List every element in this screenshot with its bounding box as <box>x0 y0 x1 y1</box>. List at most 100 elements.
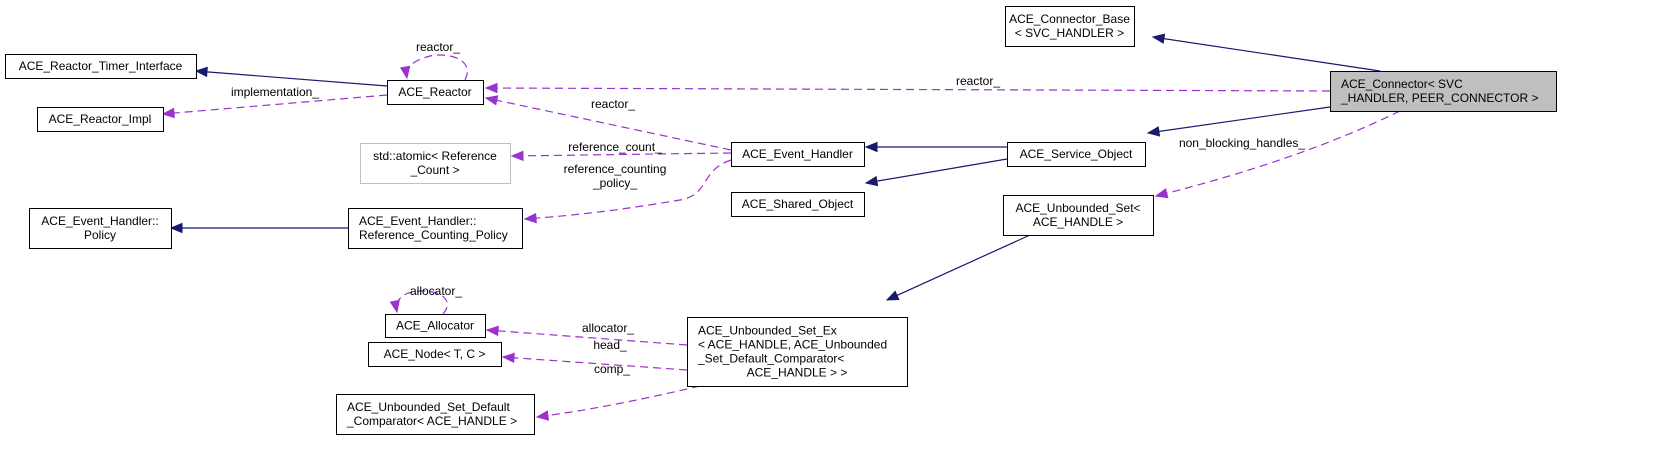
class-node-label: ACE_Reactor_Impl <box>49 112 152 126</box>
class-node-unbounded-set-ex[interactable]: ACE_Unbounded_Set_Ex< ACE_HANDLE, ACE_Un… <box>687 317 908 387</box>
edge-label-event_handler-to-reactor: reactor_ <box>591 97 635 111</box>
usage-arrowhead-icon <box>510 150 524 162</box>
class-node-label: ACE_HANDLE > <box>1033 215 1123 229</box>
inheritance-arrowhead-icon <box>885 290 900 301</box>
class-node-label: ACE_Unbounded_Set_Ex <box>698 324 837 338</box>
usage-edge-event_handler-to-reactor <box>485 97 732 151</box>
usage-arrowhead-icon <box>535 410 550 421</box>
class-node-connector-base[interactable]: ACE_Connector_Base< SVC_HANDLER > <box>1005 6 1135 47</box>
class-node-label: _Set_Default_Comparator< <box>697 352 844 366</box>
class-node-label: _Comparator< ACE_HANDLE > <box>346 414 517 428</box>
inheritance-arrowhead-icon <box>194 66 208 78</box>
class-node-box[interactable] <box>29 208 172 249</box>
class-node-box[interactable] <box>336 394 535 435</box>
class-node-reactor-timer-interface[interactable]: ACE_Reactor_Timer_Interface <box>5 54 197 79</box>
class-node-box[interactable] <box>1003 195 1154 236</box>
usage-edge-connector-to-reactor <box>485 87 1331 92</box>
usage-arrowhead-icon <box>389 299 400 314</box>
class-node-label: < SVC_HANDLER > <box>1015 26 1124 40</box>
class-node-reactor[interactable]: ACE_Reactor <box>387 80 484 105</box>
class-node-box[interactable] <box>385 314 486 338</box>
nodes-layer: ACE_Connector< SVC_HANDLER, PEER_CONNECT… <box>5 6 1557 435</box>
inheritance-edge-service_object-to-shared_object <box>865 158 1008 184</box>
usage-arrowhead-icon <box>485 325 499 337</box>
class-node-atomic[interactable]: std::atomic< Reference_Count > <box>360 143 511 184</box>
inheritance-edge-reactor-to-reactor_timer_interface <box>195 70 388 87</box>
class-node-label: ACE_Reactor_Timer_Interface <box>19 59 183 73</box>
class-node-label: ACE_Unbounded_Set_Default <box>347 400 510 414</box>
class-node-label: ACE_Allocator <box>396 319 474 333</box>
class-node-default-comparator[interactable]: ACE_Unbounded_Set_Default_Comparator< AC… <box>336 394 535 435</box>
class-node-box[interactable] <box>348 208 523 249</box>
class-node-label: ACE_Event_Handler <box>742 147 853 161</box>
class-node-label: _Count > <box>409 163 459 177</box>
usage-arrowhead-icon <box>399 65 411 80</box>
usage-edge-reactor-to-reactor_impl <box>162 94 388 115</box>
class-node-box[interactable] <box>360 143 511 184</box>
usage-arrowhead-icon <box>501 352 515 364</box>
class-node-label: Policy <box>84 228 116 242</box>
class-node-allocator[interactable]: ACE_Allocator <box>385 314 486 338</box>
edge-labels-layer: reactor_ non_blocking_handles_ implementat… <box>231 40 1305 376</box>
usage-edge-reactor-to-reactor <box>406 54 468 81</box>
inheritance-arrowhead-icon <box>1146 126 1161 137</box>
class-node-label: ACE_Unbounded_Set< <box>1015 201 1140 215</box>
usage-arrowhead-icon <box>523 212 537 224</box>
class-node-label: ACE_Node< T, C > <box>384 347 486 361</box>
class-node-event-handler[interactable]: ACE_Event_Handler <box>731 142 865 167</box>
class-node-label: ACE_Event_Handler:: <box>359 214 476 228</box>
edge-label-unbounded_set_ex-to-default_comparator: comp_ <box>594 362 630 376</box>
usage-edge-event_handler-to-atomic <box>511 152 732 157</box>
class-node-label: Reference_Counting_Policy <box>359 228 508 242</box>
class-node-service-object[interactable]: ACE_Service_Object <box>1007 142 1146 167</box>
class-node-box[interactable] <box>731 142 865 167</box>
class-node-label: std::atomic< Reference <box>373 149 497 163</box>
class-node-label: ACE_Service_Object <box>1020 147 1133 161</box>
edge-label-reactor-to-reactor: reactor_ <box>416 40 460 54</box>
class-node-unbounded-set[interactable]: ACE_Unbounded_Set<ACE_HANDLE > <box>1003 195 1154 236</box>
edge-label-connector-to-unbounded_set: non_blocking_handles_ <box>1179 136 1305 150</box>
class-node-box[interactable] <box>368 342 502 367</box>
usage-edge-unbounded_set_ex-to-allocator <box>486 329 688 346</box>
class-node-shared-object[interactable]: ACE_Shared_Object <box>731 192 865 217</box>
edges-layer <box>161 33 1401 421</box>
class-node-label: ACE_HANDLE > > <box>747 366 848 380</box>
class-node-label: ACE_Connector< SVC <box>1341 77 1463 91</box>
class-node-box[interactable] <box>37 107 164 132</box>
class-node-box[interactable] <box>1005 6 1135 47</box>
inheritance-edge-connector-to-connector_base <box>1152 36 1381 72</box>
class-node-label: ACE_Event_Handler:: <box>41 214 158 228</box>
edge-label-allocator-to-allocator: allocator_ <box>410 284 462 298</box>
class-node-reactor-impl[interactable]: ACE_Reactor_Impl <box>37 107 164 132</box>
inheritance-arrowhead-icon <box>864 175 879 187</box>
class-node-box[interactable] <box>5 54 197 79</box>
inheritance-edge-connector-to-service_object <box>1147 106 1331 134</box>
inheritance-edge-unbounded_set-to-unbounded_set_ex <box>886 234 1031 301</box>
usage-edge-unbounded_set_ex-to-node <box>502 356 688 371</box>
class-node-policy[interactable]: ACE_Event_Handler::Policy <box>29 208 172 249</box>
edge-label-unbounded_set_ex-to-node: head_ <box>593 338 627 352</box>
class-node-label: ACE_Shared_Object <box>742 197 854 211</box>
class-node-ref-counting-policy[interactable]: ACE_Event_Handler::Reference_Counting_Po… <box>348 208 523 249</box>
class-node-box[interactable] <box>731 192 865 217</box>
inheritance-arrowhead-icon <box>169 222 183 234</box>
class-node-label: _HANDLER, PEER_CONNECTOR > <box>1340 91 1539 105</box>
usage-arrowhead-icon <box>161 107 175 119</box>
class-node-box[interactable] <box>1007 142 1146 167</box>
class-node-node[interactable]: ACE_Node< T, C > <box>368 342 502 367</box>
edge-label-unbounded_set_ex-to-allocator: allocator_ <box>582 321 634 335</box>
class-node-label: < ACE_HANDLE, ACE_Unbounded <box>698 338 887 352</box>
inheritance-arrowhead-icon <box>864 141 878 153</box>
edge-label-reactor-to-reactor_impl: implementation_ <box>231 85 319 99</box>
edge-label-connector-to-reactor: reactor_ <box>956 74 1000 88</box>
class-node-label: ACE_Reactor <box>398 85 471 99</box>
edge-label-event_handler-to-atomic: reference_count_ <box>568 140 662 154</box>
class-node-box[interactable] <box>387 80 484 105</box>
class-node-label: ACE_Connector_Base <box>1009 12 1130 26</box>
class-node-box[interactable] <box>687 317 908 387</box>
usage-arrowhead-icon <box>484 95 499 106</box>
usage-arrowhead-icon <box>1154 188 1169 199</box>
edge-label-event_handler-to-ref_counting_policy: reference_counting_policy_ <box>564 162 667 190</box>
class-node-connector: ACE_Connector< SVC_HANDLER, PEER_CONNECT… <box>1330 71 1557 112</box>
